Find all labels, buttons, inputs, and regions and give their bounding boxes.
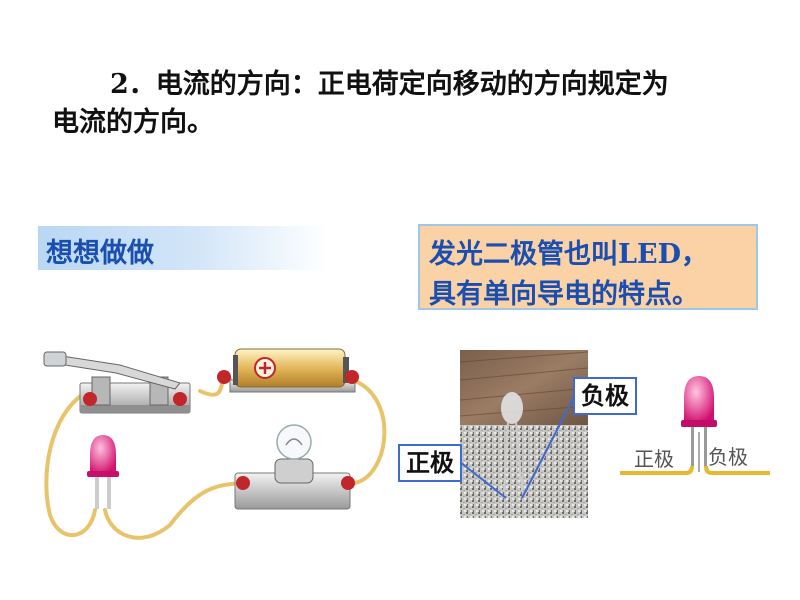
led-component bbox=[87, 435, 119, 509]
note-line-1: 发光二极管也叫LED， bbox=[429, 239, 708, 270]
led-note-box: 发光二极管也叫LED， 具有单向导电的特点。 bbox=[418, 224, 758, 310]
callout-leaders bbox=[460, 394, 576, 499]
knife-switch bbox=[43, 351, 191, 414]
heading-line-1: 2．电流的方向：正电荷定向移动的方向规定为 bbox=[110, 69, 669, 100]
led-pin-diagram: 正极 负极 bbox=[620, 376, 770, 475]
heading-line-2: 电流的方向。 bbox=[52, 107, 214, 138]
note-line-2: 具有单向导电的特点。 bbox=[429, 279, 699, 310]
led-negative-label: 负极 bbox=[708, 445, 748, 469]
led-positive-label: 正极 bbox=[634, 447, 674, 471]
circuit-diagram bbox=[43, 348, 387, 540]
positive-pole-callout: 正极 bbox=[398, 444, 462, 482]
light-bulb bbox=[234, 424, 355, 510]
try-it-label: 想想做做 bbox=[46, 238, 154, 269]
try-it-banner: 想想做做 bbox=[38, 226, 328, 270]
battery-holder bbox=[217, 348, 359, 393]
negative-pole-callout: 负极 bbox=[573, 377, 637, 415]
led-photo bbox=[460, 350, 588, 518]
slide-heading: 2．电流的方向：正电荷定向移动的方向规定为 电流的方向。 bbox=[52, 66, 772, 142]
